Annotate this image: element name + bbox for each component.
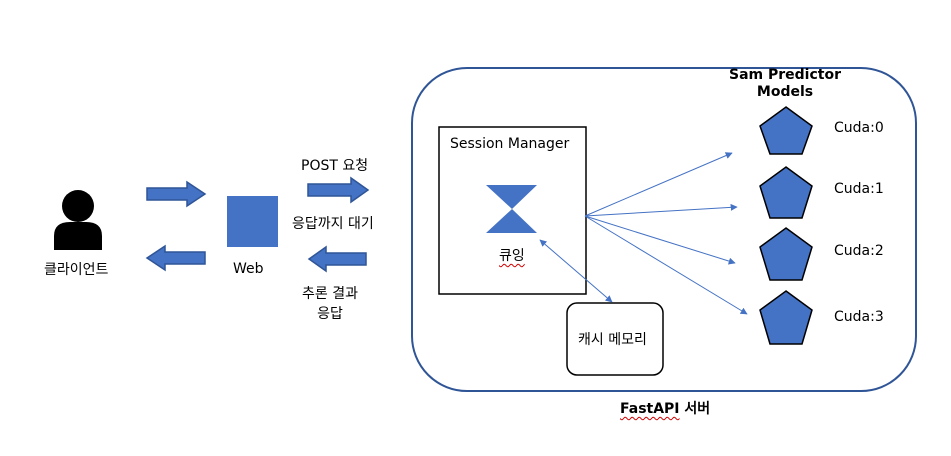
cache-memory-label: 캐시 메모리 [578, 332, 647, 348]
server-label-en: FastAPI [620, 401, 680, 417]
model-node-cuda3 [759, 290, 813, 345]
web-label: Web [233, 261, 264, 277]
waiting-label: 응답까지 대기 [292, 216, 374, 232]
dispatch-arrow-cuda1 [584, 203, 738, 217]
inference-response-line1: 추론 결과 [302, 286, 358, 302]
queue-label: 큐잉 [499, 248, 525, 264]
models-title: Sam Predictor Models [726, 67, 844, 101]
cuda2-label: Cuda:2 [834, 243, 884, 259]
fastapi-server-container [411, 67, 917, 392]
client-label: 클라이언트 [44, 262, 109, 278]
post-request-label: POST 요청 [301, 158, 369, 174]
inference-response-line2: 응답 [317, 306, 343, 322]
server-label-ko: 서버 [684, 401, 711, 417]
models-title-line1: Sam Predictor [729, 67, 841, 83]
model-node-cuda2 [759, 227, 813, 281]
server-label: FastAPI 서버 [620, 398, 710, 418]
person-icon [54, 190, 102, 250]
cuda1-label: Cuda:1 [834, 181, 884, 197]
cache-connector [539, 239, 613, 303]
dispatch-arrow-cuda3 [584, 215, 748, 315]
inference-response-arrow [307, 245, 367, 273]
cache-memory-box [566, 302, 664, 376]
models-title-line2: Models [756, 84, 814, 100]
post-request-arrow [307, 176, 370, 204]
inference-response-label: 추론 결과 응답 [296, 283, 364, 323]
request-arrow-right [146, 180, 207, 208]
cuda3-label: Cuda:3 [834, 309, 884, 325]
cuda0-label: Cuda:0 [834, 120, 884, 136]
model-node-cuda1 [759, 166, 813, 219]
session-manager-title: Session Manager [450, 136, 570, 152]
dispatch-arrow-cuda0 [584, 152, 733, 217]
hourglass-queue-icon [486, 185, 537, 233]
response-arrow-left [145, 244, 206, 272]
model-node-cuda0 [759, 106, 813, 155]
dispatch-arrow-cuda2 [584, 215, 736, 265]
web-node [227, 196, 278, 247]
